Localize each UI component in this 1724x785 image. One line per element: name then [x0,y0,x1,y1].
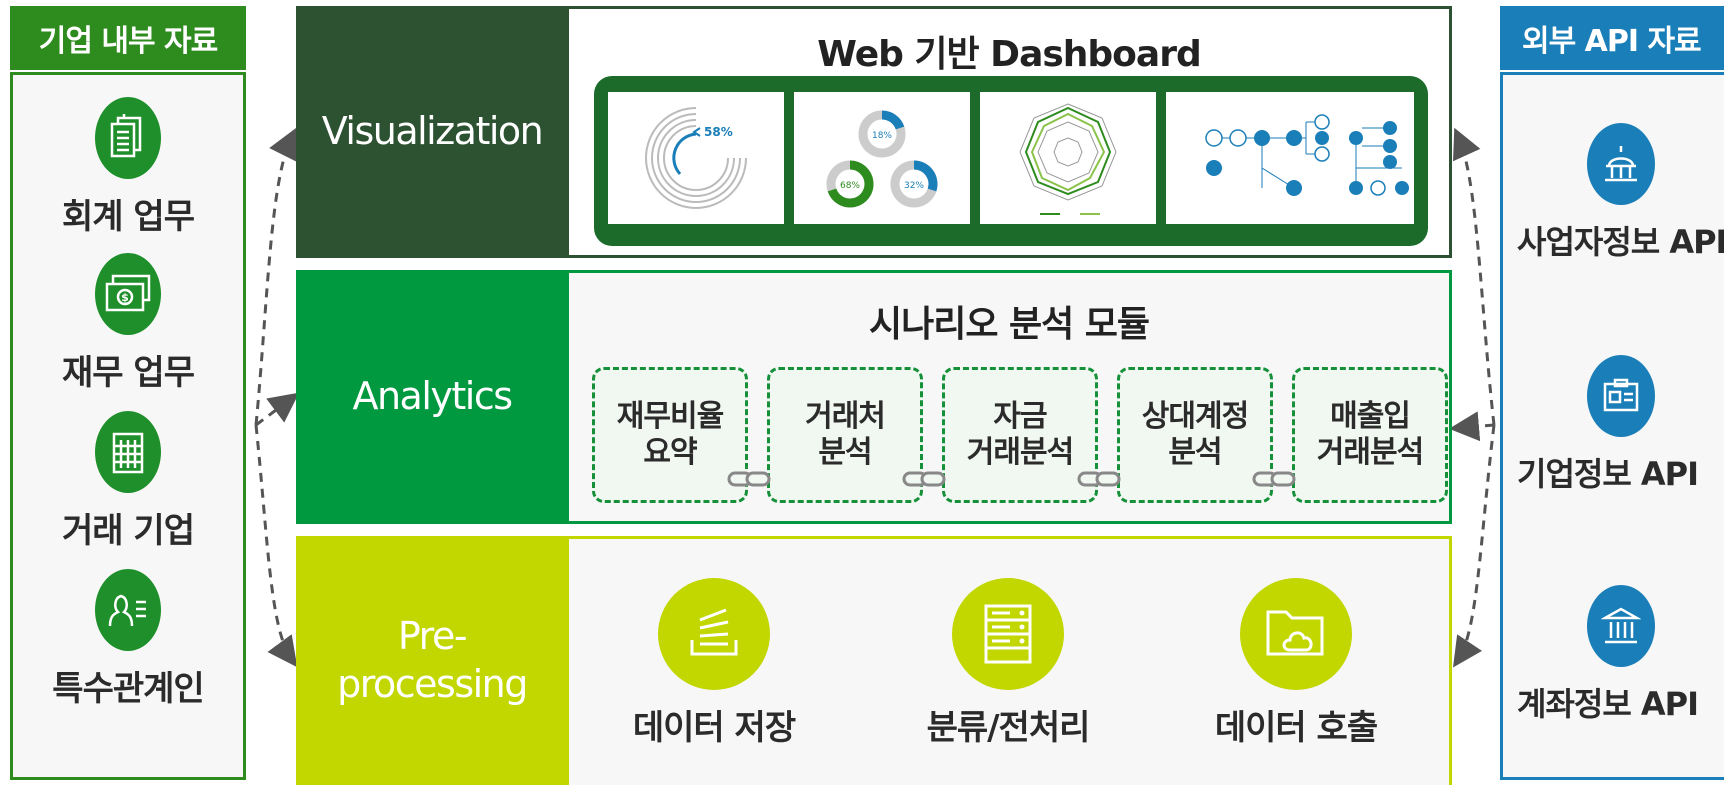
external-item-company: 기업정보 API [1503,355,1724,495]
donut-value-2: 68% [840,181,860,191]
internal-data-header: 기업 내부 자료 [10,6,246,70]
step-label-call: 데이터 호출 [1214,708,1378,748]
radar-thumbnail [980,92,1156,224]
module-line2: 거래분석 [966,435,1074,470]
external-api-panel: 사업자정보 API 기업정보 API 계좌정보 API [1500,72,1724,780]
step-label-store: 데이터 저장 [632,708,796,748]
capitol-icon [1587,123,1655,205]
module-line1: 거래처 [805,399,886,434]
gauge-value: 58% [704,125,733,139]
person-list-icon [95,569,161,651]
module-line1: 자금 [993,399,1047,434]
internal-item-label: 특수관계인 [52,669,204,709]
org-chart-thumbnail [1166,92,1414,224]
chain-link-icon [1252,471,1296,487]
cloud-folder-icon [1240,578,1352,690]
internal-item-label: 거래 기업 [62,511,195,551]
external-item-business: 사업자정보 API [1503,123,1724,263]
step-label-classify: 분류/전처리 [926,708,1091,748]
external-api-header: 외부 API 자료 [1500,6,1724,70]
internal-item-label: 회계 업무 [62,197,195,237]
money-icon: $ [95,253,161,335]
preprocessing-label: Pre-processing [296,536,568,785]
chain-link-icon [902,471,946,487]
module-line2: 요약 [643,435,697,470]
chain-link-icon [727,471,771,487]
server-icon [952,578,1064,690]
internal-item-accounting: 회계 업무 [13,97,243,238]
external-item-label: 사업자정보 API [1517,223,1724,261]
visualization-label: Visualization [296,6,568,258]
external-item-label: 기업정보 API [1517,455,1699,493]
internal-data-panel: 회계 업무 $ 재무 업무 거래 기업 특수관계인 [10,72,246,780]
chain-link-icon [1077,471,1121,487]
donut-thumbnail: 18% 68% 32% [794,92,970,224]
documents-icon [95,97,161,179]
module-line1: 재무비율 [616,399,724,434]
internal-item-related-party: 특수관계인 [13,569,243,710]
preprocessing-label-line2: processing [337,661,528,706]
module-line2: 분석 [1168,435,1222,470]
id-card-icon [1587,355,1655,437]
dashboard-title: Web 기반 Dashboard [817,34,1201,75]
module-line1: 매출입 [1330,399,1411,434]
internal-item-label: 재무 업무 [62,353,195,393]
building-icon [95,411,161,493]
donut-value-3: 32% [904,181,924,191]
preprocessing-label-line1: Pre- [397,614,468,658]
module-line1: 상대계정 [1141,399,1249,434]
internal-item-finance: $ 재무 업무 [13,253,243,394]
donut-value-1: 18% [872,131,892,141]
bank-icon [1587,585,1655,667]
stack-icon [658,578,770,690]
external-item-label: 계좌정보 API [1517,685,1699,723]
module-line2: 거래분석 [1316,435,1424,470]
analytics-label: Analytics [296,270,568,524]
module-line2: 분석 [818,435,872,470]
svg-text:$: $ [121,291,129,304]
external-item-account: 계좌정보 API [1503,585,1724,725]
scenario-module-title: 시나리오 분석 모듈 [868,304,1150,345]
gauge-thumbnail: 58% [608,92,784,224]
internal-item-partners: 거래 기업 [13,411,243,552]
